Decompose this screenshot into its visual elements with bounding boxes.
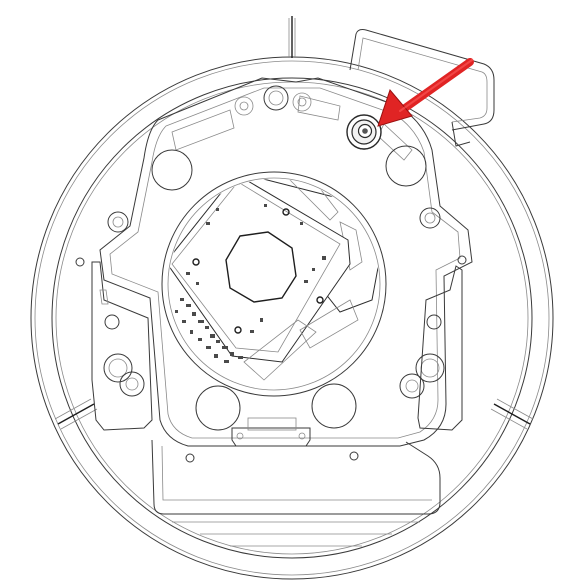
alignment-notches — [54, 16, 534, 430]
opening-ring — [161, 171, 387, 397]
arrow-pointer-icon — [377, 58, 474, 127]
outer-ring-inner-edge — [34, 60, 550, 576]
boss-lower-left — [103, 314, 145, 397]
pcb-hole-right — [316, 296, 324, 304]
plate-bosses — [75, 85, 467, 463]
rivet-left — [75, 257, 85, 267]
image-sensor — [225, 231, 297, 303]
lower-connector — [231, 417, 311, 447]
rivet-right — [457, 255, 467, 265]
hole-lower-left — [195, 385, 241, 431]
boss-right — [419, 207, 441, 229]
hole-lower-right — [311, 383, 357, 429]
hole-upper-left — [151, 149, 193, 191]
rivet-bottom-right — [349, 451, 359, 461]
pcb-hole-top — [282, 208, 290, 216]
cable-latch-tab — [349, 29, 495, 147]
mounting-plate — [99, 77, 473, 447]
notch-left — [54, 398, 98, 430]
rivet-bottom-left — [185, 453, 195, 463]
side-clips — [91, 261, 463, 431]
boss-left — [107, 211, 129, 233]
central-opening — [161, 171, 387, 397]
circuit-board-assembly — [169, 179, 379, 381]
boss-top-left — [234, 85, 312, 116]
notch-top — [288, 16, 296, 58]
pcb-hole-bottom — [234, 326, 242, 334]
pcb-components — [175, 204, 326, 363]
base-foot-bracket — [151, 439, 441, 547]
screw-icon — [346, 114, 382, 150]
opening-ring-inner — [167, 177, 381, 391]
pcb-hole-left — [192, 258, 200, 266]
inner-housing-ring — [51, 77, 533, 559]
notch-right — [490, 398, 534, 430]
hole-upper-right — [385, 145, 427, 187]
